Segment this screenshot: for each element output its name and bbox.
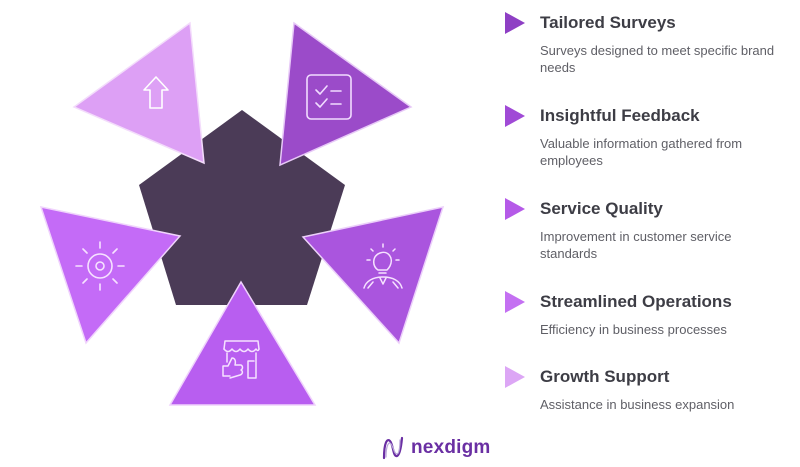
wave-logo-icon <box>382 436 404 460</box>
item-title: Tailored Surveys <box>540 13 676 32</box>
bullet-triangle-icon <box>505 105 525 127</box>
segment-tailored-surveys <box>279 21 413 167</box>
item-description: Valuable information gathered from emplo… <box>540 136 743 168</box>
segment-growth-support <box>72 21 205 165</box>
logo-text: nexdigm <box>411 437 491 458</box>
bullet-triangle-icon <box>505 291 525 313</box>
checklist-icon <box>306 74 352 120</box>
segment-insightful-feedback <box>39 205 182 345</box>
item-title: Growth Support <box>540 367 670 386</box>
nexdigm-logo: nexdigm <box>381 434 491 462</box>
item-description: Assistance in business expansion <box>540 397 735 412</box>
segment-streamlined-operations <box>168 280 317 406</box>
bullet-triangle-icon <box>505 12 525 34</box>
item-title: Insightful Feedback <box>540 106 700 125</box>
gear-icon <box>75 241 125 291</box>
item-title: Streamlined Operations <box>540 292 732 311</box>
item-description: Surveys designed to meet specific brand … <box>540 43 775 75</box>
segment-service-quality <box>301 205 445 345</box>
item-description: Improvement in customer service standard… <box>540 229 732 261</box>
bullet-triangle-icon <box>505 366 525 388</box>
pentagon-diagram <box>39 21 445 406</box>
arrow-up-icon <box>143 76 169 109</box>
item-description: Efficiency in business processes <box>540 322 727 337</box>
lightbulb-person-icon <box>363 243 403 289</box>
store-thumbs-up-icon <box>222 340 260 379</box>
bullet-triangle-icon <box>505 198 525 220</box>
item-title: Service Quality <box>540 199 663 218</box>
